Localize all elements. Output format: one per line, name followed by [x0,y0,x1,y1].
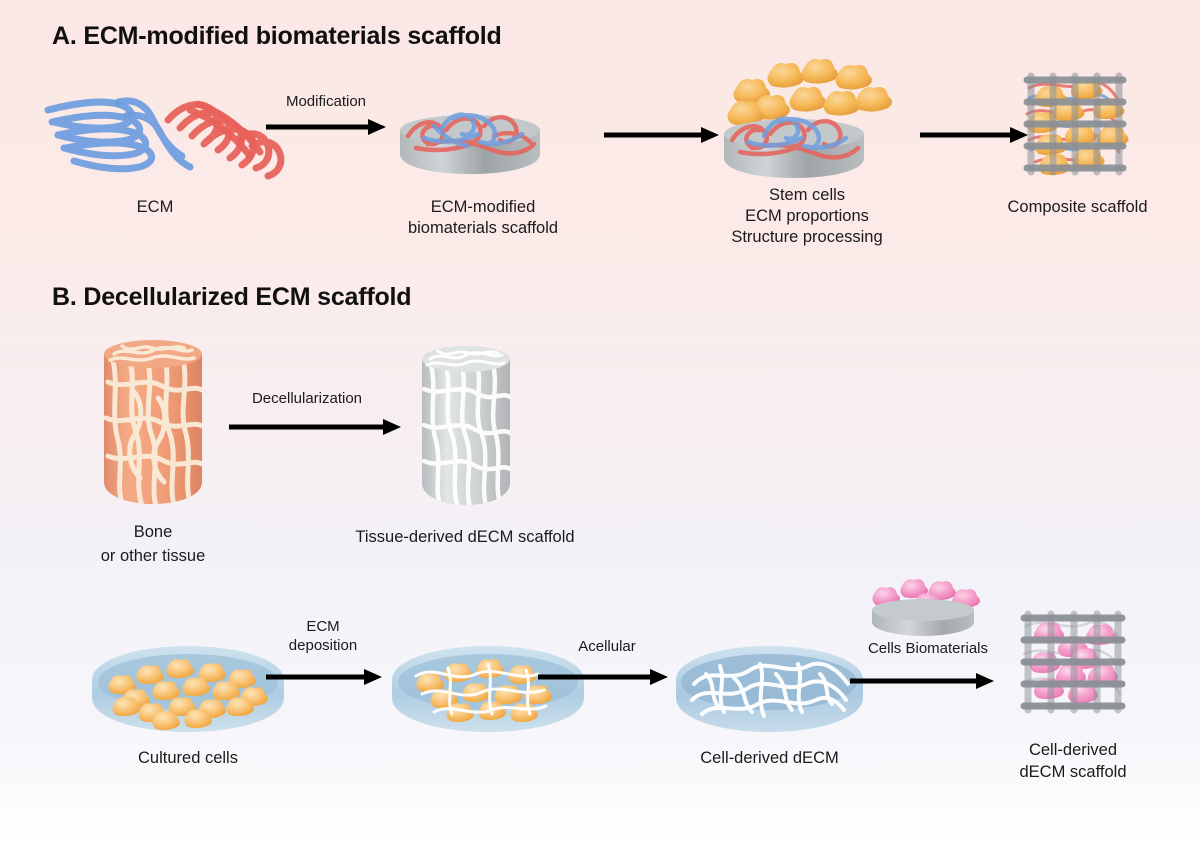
caption-process-line1: Stem cells [768,186,846,204]
arrow-right-icon [266,118,386,136]
stem-cell-cluster-icon [712,59,902,184]
biomaterial-puck-icon [858,578,988,638]
petri-dish-icon [88,640,288,740]
arrow-label-acellular: Acellular [578,638,636,655]
caption-ecm-modified-scaffold-line2: biomaterials scaffold [407,219,559,237]
arrow-label-modification: Modification [285,93,367,110]
scaffold-disc-icon [388,92,578,184]
arrow-right-icon [920,126,1028,144]
caption-process-line2: ECM proportions [745,207,869,225]
caption-cell-derived-decm: Cell-derived dECM [700,749,839,767]
woven-lattice-scaffold-icon [1010,598,1136,726]
arrow-label-ecm-deposition-line1: ECM [306,618,340,635]
caption-bone-line2: or other tissue [100,547,206,565]
caption-composite-scaffold: Composite scaffold [1007,198,1148,216]
decellularized-cylinder-icon [410,337,522,512]
petri-dish-icon [672,640,867,740]
caption-ecm: ECM [136,198,174,216]
arrow-right-icon [850,672,994,690]
petri-dish-icon [388,640,588,740]
arrow-right-icon [604,126,719,144]
arrow-label-ecm-deposition-line2: deposition [288,637,358,654]
caption-final-scaffold-line1: Cell-derived [1028,741,1118,759]
arrow-right-icon [538,668,668,686]
panel-a-title: A. ECM-modified biomaterials scaffold [52,22,502,50]
arrow-label-cells-biomaterials: Cells Biomaterials [867,640,989,657]
arrow-label-decellularization: Decellularization [251,390,363,407]
ecm-fiber-bundle-icon [40,72,290,187]
arrow-right-icon [229,418,401,436]
caption-bone-line1: Bone [133,523,173,541]
caption-process-line3: Structure processing [731,228,883,246]
panel-b-title: B. Decellularized ECM scaffold [52,283,412,311]
bone-cylinder-icon [92,332,214,512]
woven-lattice-scaffold-icon [1015,62,1135,184]
caption-cultured-cells: Cultured cells [138,749,238,767]
arrow-right-icon [266,668,382,686]
caption-tissue-derived-decm: Tissue-derived dECM scaffold [355,528,575,546]
caption-ecm-modified-scaffold-line1: ECM-modified [430,198,536,216]
caption-final-scaffold-line2: dECM scaffold [1019,763,1127,781]
